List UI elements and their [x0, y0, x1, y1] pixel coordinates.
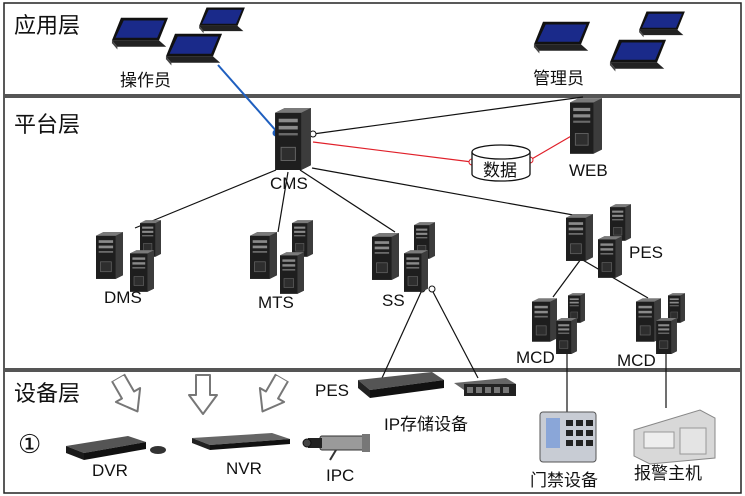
ss-pes-storage-link: [381, 289, 423, 379]
mts-group: MTS: [250, 220, 313, 312]
laptop-icon: [639, 11, 685, 38]
access-control-device: 门禁设备: [530, 411, 598, 490]
dvr-device: ① DVR: [18, 429, 166, 480]
down-arrow-icon: [105, 370, 151, 420]
layer-divider-bottom: [4, 368, 741, 372]
server-tower-icon: [404, 250, 428, 292]
cms-web-link: [312, 96, 584, 135]
laptop-icon: [199, 7, 245, 34]
pes-platform-group: PES: [566, 204, 663, 278]
mcd2-group: MCD: [617, 293, 685, 370]
laptop-icon: [533, 21, 591, 54]
ss-label: SS: [382, 291, 405, 310]
layer-label-application: 应用层: [14, 14, 80, 39]
db-label: 数据: [483, 161, 517, 180]
server-tower-icon: [280, 252, 304, 294]
cms-server: CMS: [270, 108, 311, 193]
ipc-device: IPC: [302, 434, 370, 485]
server-tower-icon: [96, 232, 123, 279]
dvr-label: DVR: [92, 461, 128, 480]
server-tower-icon: [570, 98, 602, 154]
ip-storage-device: IP存储设备: [384, 378, 516, 434]
pes-platform-label: PES: [629, 243, 663, 262]
layer-divider-top: [4, 94, 741, 98]
server-tower-icon: [275, 108, 311, 170]
pes-mcd1-link: [552, 258, 582, 298]
server-tower-icon: [250, 232, 277, 279]
ipc-label: IPC: [326, 466, 354, 485]
mcd1-group: MCD: [516, 293, 585, 367]
operator-group: 操作员: [111, 7, 245, 90]
pes-storage-device: PES: [315, 372, 444, 400]
recorder-icon: [192, 433, 290, 450]
ip-storage-label: IP存储设备: [384, 415, 468, 434]
down-arrow-icon: [188, 374, 218, 416]
web-label: WEB: [569, 161, 608, 180]
admin-group: 管理员: [533, 11, 685, 88]
recorder-icon: [66, 436, 166, 460]
alarm-panel-icon: [633, 409, 716, 465]
server-tower-icon: [556, 318, 577, 354]
access-control-label: 门禁设备: [530, 471, 598, 490]
server-tower-icon: [610, 204, 631, 241]
server-tower-icon: [598, 236, 622, 278]
server-tower-icon: [566, 214, 593, 261]
mcd2-label: MCD: [617, 351, 656, 370]
device-arrows: [105, 370, 295, 420]
cms-mts-link: [277, 171, 289, 233]
database-icon: [471, 144, 531, 182]
cms-pes-link: [311, 167, 591, 219]
cms-ss-link: [299, 169, 396, 233]
web-server: WEB: [569, 98, 608, 180]
server-tower-icon: [532, 298, 557, 342]
ss-group: SS: [372, 222, 435, 310]
ip-camera-icon: [302, 434, 370, 461]
operator-label: 操作员: [120, 71, 171, 90]
laptop-icon: [609, 39, 667, 72]
ss-ip-storage-link: [431, 289, 479, 379]
database: 数据: [471, 144, 531, 182]
down-arrow-icon: [249, 370, 295, 420]
operator-cms-link: [217, 64, 279, 134]
laptop-icon: [165, 33, 223, 66]
alarm-host-device: 报警主机: [633, 409, 716, 483]
db-web-link: [529, 134, 574, 161]
laptop-icon: [111, 17, 169, 50]
alarm-host-label: 报警主机: [634, 464, 702, 483]
admin-label: 管理员: [533, 69, 584, 88]
cms-db-link: [312, 141, 473, 163]
dms-group: DMS: [96, 220, 161, 307]
cms-label: CMS: [270, 174, 308, 193]
server-tower-icon: [130, 250, 154, 292]
circled-number: ①: [18, 429, 41, 459]
pes-mcd2-link: [580, 258, 649, 299]
dms-label: DMS: [104, 288, 142, 307]
server-tower-icon: [292, 220, 313, 257]
mcd1-label: MCD: [516, 348, 555, 367]
server-tower-icon: [372, 233, 399, 280]
pes-device-label: PES: [315, 381, 349, 400]
layer-label-platform: 平台层: [14, 113, 80, 138]
connection-lines: [134, 64, 667, 418]
cms-dms-link: [134, 169, 277, 229]
recorder-icon: [454, 378, 516, 396]
layer-label-device: 设备层: [14, 382, 80, 407]
access-keypad-icon: [539, 411, 597, 463]
nvr-label: NVR: [226, 459, 262, 478]
diagram-frame: [3, 2, 742, 494]
mts-label: MTS: [258, 293, 294, 312]
server-tower-icon: [656, 318, 677, 354]
recorder-icon: [358, 372, 444, 398]
nvr-device: NVR: [192, 433, 290, 478]
